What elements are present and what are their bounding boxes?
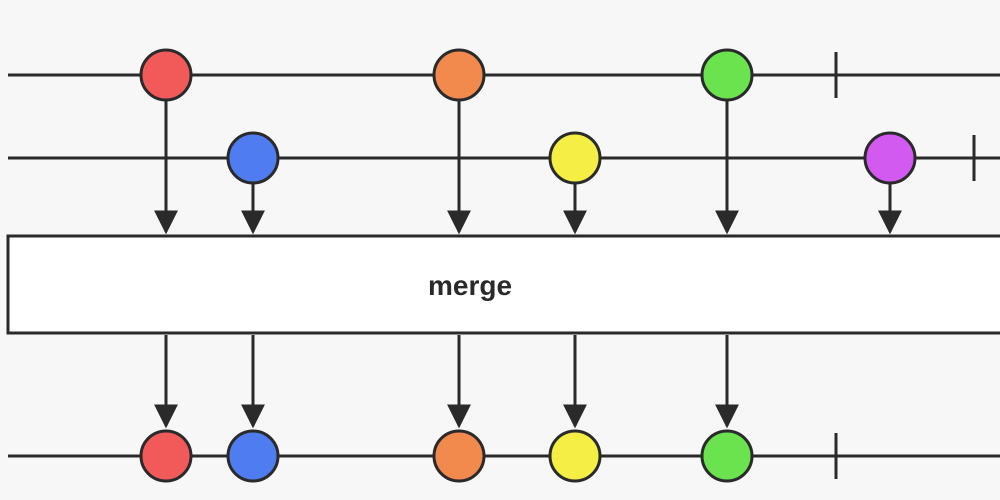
merge-operator-label: merge — [428, 270, 512, 301]
output-marble-yellow — [548, 429, 602, 483]
merge-operator-box — [6, 234, 1000, 335]
input-2-marble-purple — [863, 131, 917, 185]
input-1-marble-orange — [432, 48, 486, 102]
output-marble-blue — [226, 429, 280, 483]
output-marble-orange — [432, 429, 486, 483]
input-1-marble-red — [139, 48, 193, 102]
output-marble-green — [700, 429, 754, 483]
input-2-marble-blue — [226, 131, 280, 185]
input-1-marble-green — [700, 48, 754, 102]
input-2-marble-yellow — [548, 131, 602, 185]
output-marble-red — [139, 429, 193, 483]
